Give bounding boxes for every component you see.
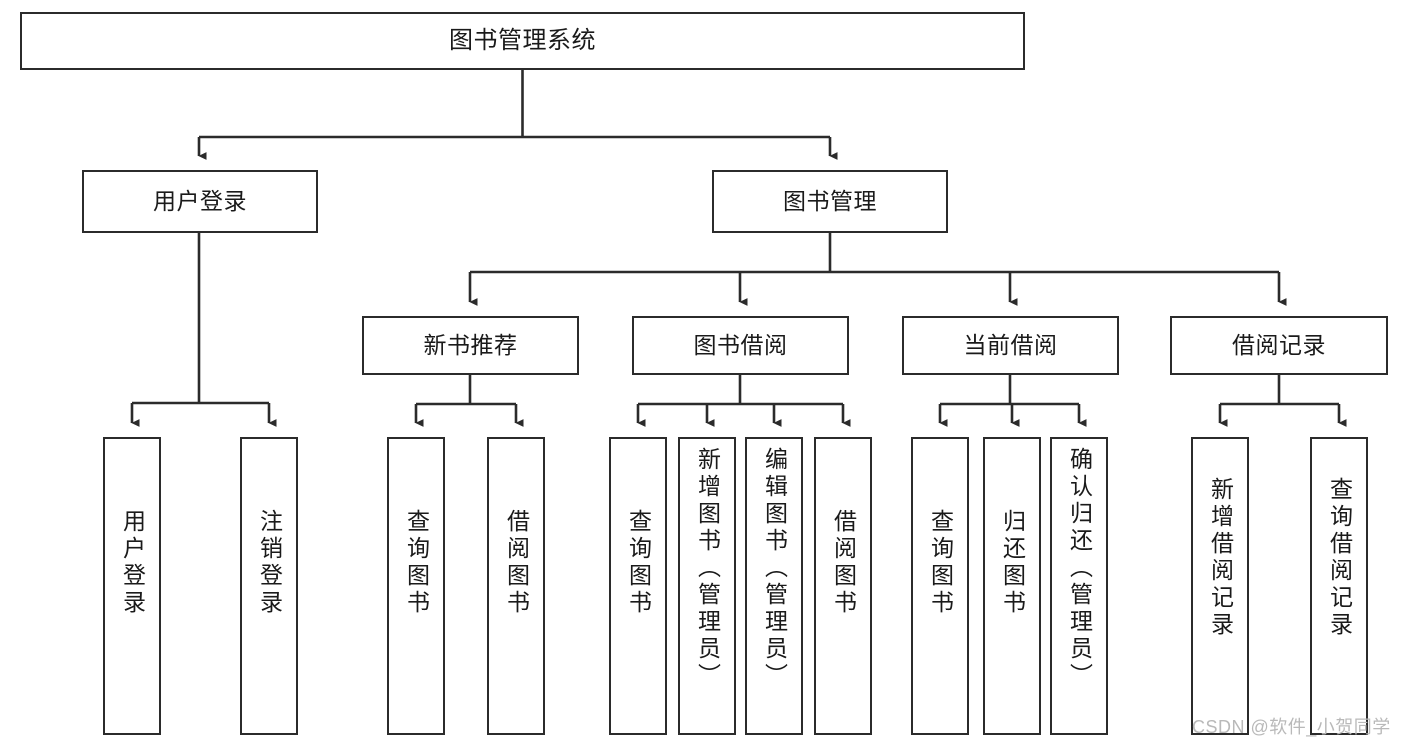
node-book-borrow[interactable]: 图书借阅 xyxy=(632,316,849,375)
node-label: 用户登录 xyxy=(119,509,146,617)
node-root-book-management-system[interactable]: 图书管理系统 xyxy=(20,12,1025,70)
node-label: 借阅图书 xyxy=(503,509,530,617)
node-label: 编辑图书（管理员） xyxy=(761,447,788,690)
node-label: 新增借阅记录 xyxy=(1207,477,1234,639)
node-label: 查询借阅记录 xyxy=(1326,477,1353,639)
node-new-book-recommend[interactable]: 新书推荐 xyxy=(362,316,579,375)
node-leaf-return-book[interactable]: 归还图书 xyxy=(983,437,1041,735)
node-label: 用户登录 xyxy=(153,187,247,214)
node-leaf-borrow-book-new-recommend[interactable]: 借阅图书 xyxy=(487,437,545,735)
node-leaf-query-borrow-record[interactable]: 查询借阅记录 xyxy=(1310,437,1368,735)
node-user-login[interactable]: 用户登录 xyxy=(82,170,318,233)
node-leaf-add-borrow-record[interactable]: 新增借阅记录 xyxy=(1191,437,1249,735)
node-label: 借阅图书 xyxy=(830,509,857,617)
node-label: 注销登录 xyxy=(256,509,283,617)
node-label: 当前借阅 xyxy=(963,331,1058,358)
node-label: 图书管理 xyxy=(783,187,877,214)
node-label: 确认归还（管理员） xyxy=(1066,447,1093,690)
node-label: 图书借阅 xyxy=(693,331,788,358)
node-current-borrow[interactable]: 当前借阅 xyxy=(902,316,1119,375)
node-leaf-confirm-return-admin[interactable]: 确认归还（管理员） xyxy=(1050,437,1108,735)
node-leaf-logout-login[interactable]: 注销登录 xyxy=(240,437,298,735)
csdn-watermark: CSDN @软件_小贺同学 xyxy=(1192,717,1391,737)
node-label: 归还图书 xyxy=(999,509,1026,617)
node-label: 查询图书 xyxy=(403,509,430,617)
node-label: 借阅记录 xyxy=(1232,331,1326,358)
node-leaf-query-book-new-recommend[interactable]: 查询图书 xyxy=(387,437,445,735)
node-leaf-query-book-current[interactable]: 查询图书 xyxy=(911,437,969,735)
node-leaf-add-book-admin[interactable]: 新增图书（管理员） xyxy=(678,437,736,735)
node-leaf-edit-book-admin[interactable]: 编辑图书（管理员） xyxy=(745,437,803,735)
node-leaf-query-book-borrow[interactable]: 查询图书 xyxy=(609,437,667,735)
node-borrow-record[interactable]: 借阅记录 xyxy=(1170,316,1388,375)
node-label: 查询图书 xyxy=(625,509,652,617)
node-leaf-user-login[interactable]: 用户登录 xyxy=(103,437,161,735)
node-label: 新书推荐 xyxy=(423,331,518,358)
node-label: 查询图书 xyxy=(927,509,954,617)
node-label: 图书管理系统 xyxy=(449,26,596,54)
node-label: 新增图书（管理员） xyxy=(694,447,721,690)
node-leaf-borrow-book-borrow[interactable]: 借阅图书 xyxy=(814,437,872,735)
node-book-management[interactable]: 图书管理 xyxy=(712,170,948,233)
